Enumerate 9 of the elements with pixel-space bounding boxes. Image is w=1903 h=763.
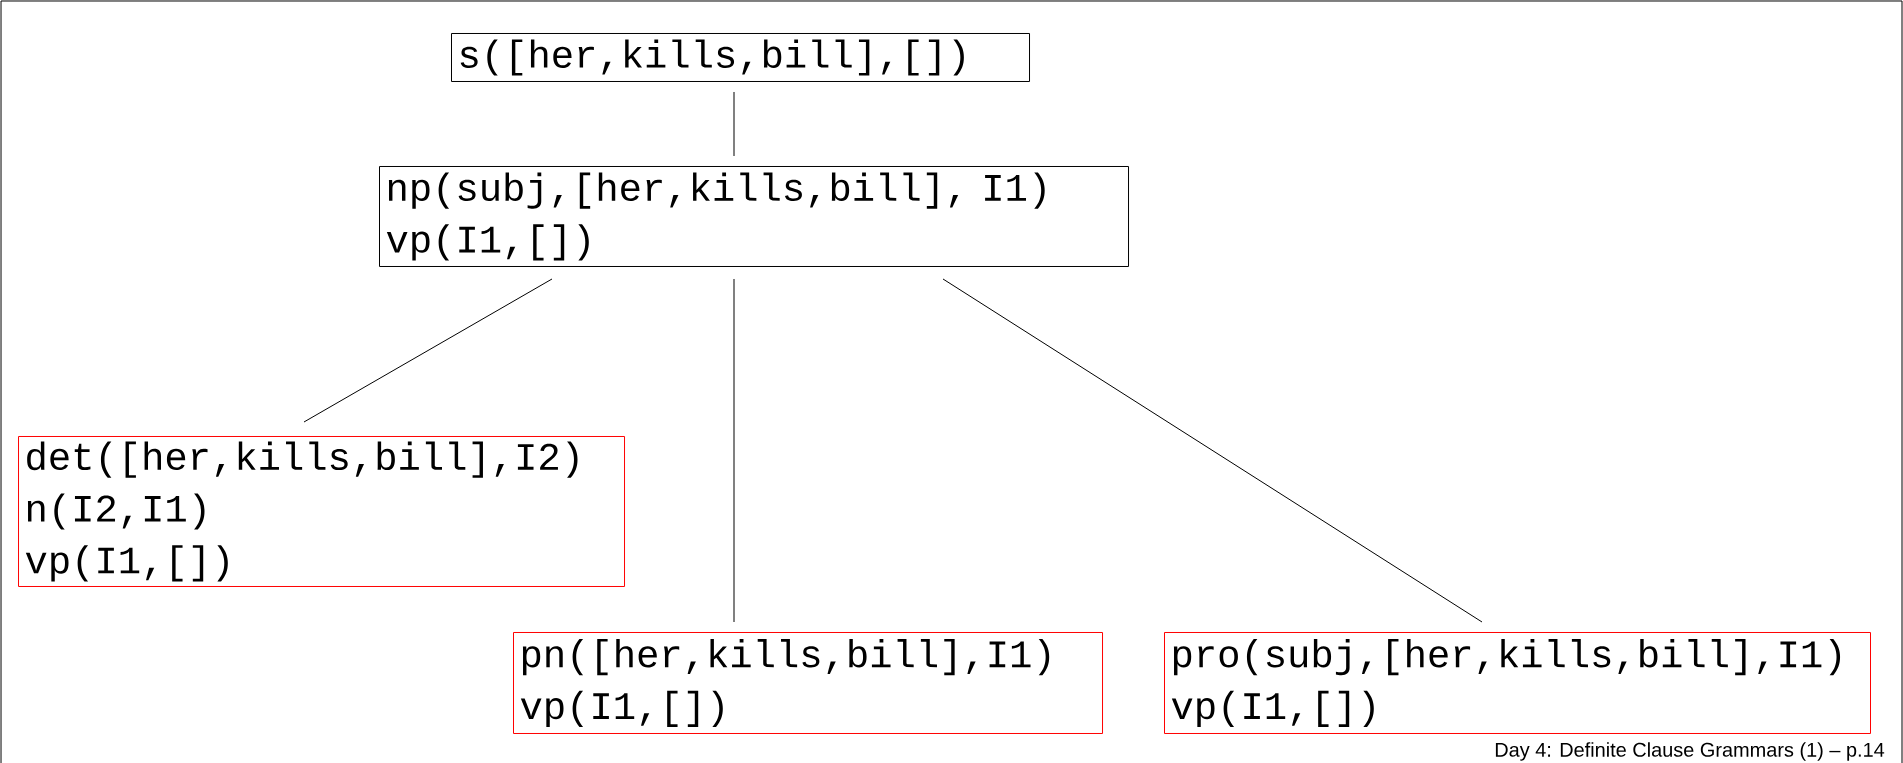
goal-box: np(subj,[her,kills,bill], I1) vp(I1,[]) — [379, 166, 1129, 267]
tree-branch — [733, 91, 735, 157]
goal-box: pn([her,kills,bill],I1) vp(I1,[]) — [513, 632, 1103, 734]
tree-branch — [942, 278, 1483, 623]
goal-box: pro(subj,[her,kills,bill],I1) vp(I1,[]) — [1164, 632, 1871, 734]
tree-branch — [303, 278, 553, 423]
goal-box: s([her,kills,bill],[]) — [451, 33, 1030, 82]
tree-branch — [733, 278, 735, 623]
goal-box: det([her,kills,bill],I2) n(I2,I1) vp(I1,[]) — [18, 436, 625, 587]
